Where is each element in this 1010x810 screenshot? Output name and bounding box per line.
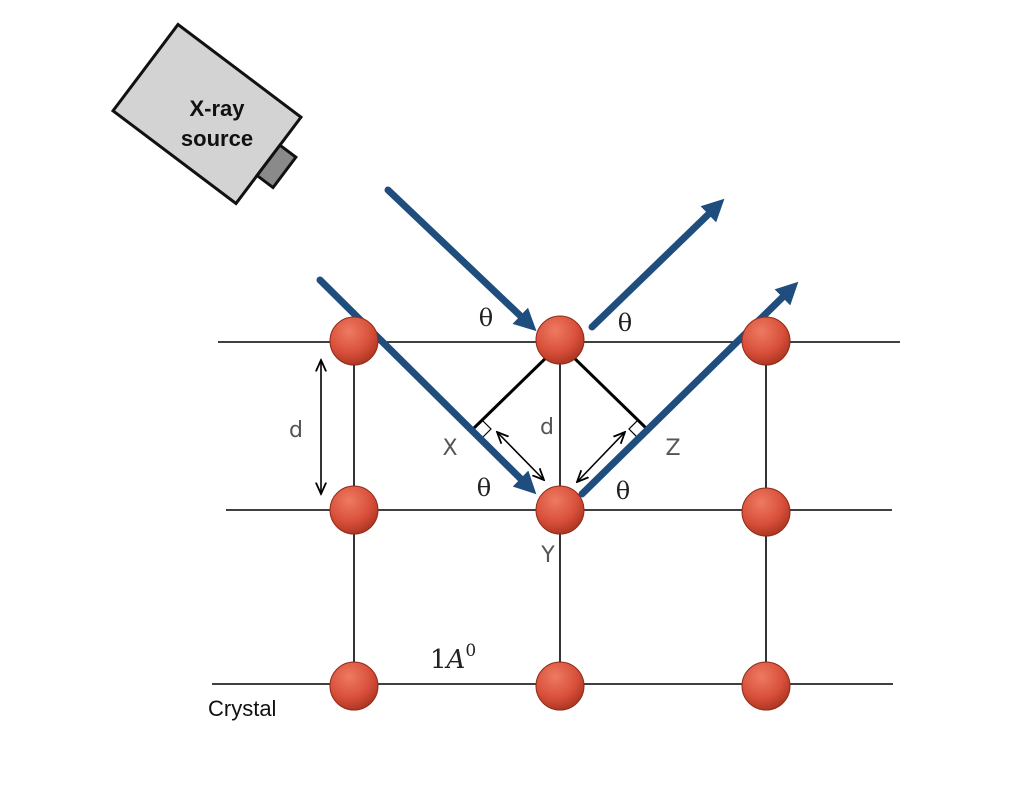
incident-beam-upper <box>384 186 537 332</box>
source-label-line1: X-ray <box>189 96 245 121</box>
theta-reflected-lower: θ <box>616 477 630 505</box>
atoms <box>329 315 791 711</box>
atom <box>329 485 379 535</box>
atom <box>535 661 585 711</box>
incident-beam-lower <box>316 276 537 495</box>
atom <box>535 485 585 535</box>
path-difference-arrows <box>497 432 625 482</box>
theta-incident-lower: θ <box>477 474 491 502</box>
atom <box>329 661 379 711</box>
xray-source: X-ray source <box>110 22 304 206</box>
reflected-beam-upper <box>588 198 725 331</box>
angle-labels: θ θ θ θ <box>477 304 632 505</box>
atom <box>535 315 585 365</box>
lattice-unit-symbol: A <box>445 645 466 675</box>
incident-beams <box>316 186 537 495</box>
source-nozzle <box>254 143 299 190</box>
arrow-yz <box>577 432 625 482</box>
atom <box>329 316 379 366</box>
lattice-unit-label: 1A0 <box>430 641 476 675</box>
atom <box>741 316 791 366</box>
perpendicular-to-z <box>565 349 648 430</box>
lattice-unit-value: 1 <box>430 645 447 675</box>
perpendicular-to-x <box>472 349 555 430</box>
atom <box>741 661 791 711</box>
crystal-label: Crystal <box>208 696 276 721</box>
point-label-z: Z <box>665 436 680 461</box>
spacing-label-left: d <box>289 418 303 443</box>
theta-reflected-upper: θ <box>618 309 632 337</box>
atom <box>741 487 791 537</box>
source-label-line2: source <box>181 126 253 151</box>
lattice-unit-superscript: 0 <box>465 641 476 661</box>
arrow-xy <box>497 432 544 480</box>
point-label-y: Y <box>540 543 555 568</box>
right-angle-marks <box>481 419 639 438</box>
theta-incident-upper: θ <box>479 304 493 332</box>
path-difference-construction <box>472 349 648 430</box>
right-angle-mark-x <box>481 419 492 438</box>
right-angle-mark-z <box>628 419 639 438</box>
point-label-x: X <box>442 436 457 461</box>
spacing-label-center: d <box>540 415 554 440</box>
